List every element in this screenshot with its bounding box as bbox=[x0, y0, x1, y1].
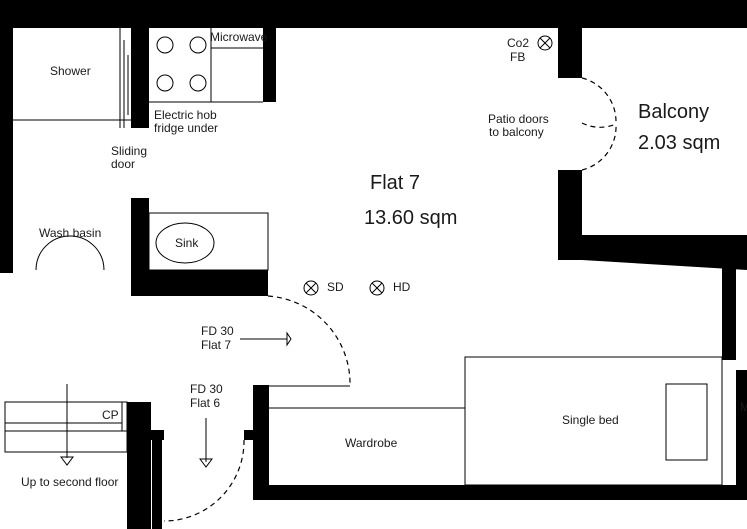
wardrobe-label: Wardrobe bbox=[345, 436, 398, 450]
heat-detector-icon bbox=[369, 280, 385, 296]
microwave-label: Microwave bbox=[210, 30, 268, 44]
direction-arrows bbox=[60, 331, 292, 468]
flat-name: Flat 7 bbox=[370, 172, 420, 194]
patio-doors-label-1: Patio doors bbox=[488, 112, 549, 126]
hob-label-1: Electric hob bbox=[154, 108, 217, 122]
balcony-area: 2.03 sqm bbox=[638, 132, 720, 154]
hob-label-2: fridge under bbox=[154, 121, 218, 135]
fd-flat7-label-2: Flat 7 bbox=[201, 338, 231, 352]
sd-label: SD bbox=[327, 280, 344, 294]
co2-detector-icon bbox=[537, 35, 553, 51]
wash-basin-icon bbox=[35, 235, 105, 271]
fd-flat6-label-2: Flat 6 bbox=[190, 396, 220, 410]
sink-label: Sink bbox=[175, 236, 199, 250]
fd-flat7-label-1: FD 30 bbox=[201, 324, 234, 338]
sliding-door-label-1: Sliding bbox=[111, 144, 147, 158]
fd-flat6-label-1: FD 30 bbox=[190, 382, 223, 396]
single-bed-label: Single bed bbox=[562, 413, 619, 427]
hd-label: HD bbox=[393, 280, 411, 294]
balcony-name: Balcony bbox=[638, 101, 709, 123]
door-swings bbox=[163, 77, 617, 522]
hob-burners-icon bbox=[156, 36, 207, 92]
flat-area: 13.60 sqm bbox=[364, 207, 457, 229]
co2-label: Co2 bbox=[507, 36, 529, 50]
shower-label: Shower bbox=[50, 64, 91, 78]
right-edge-label: M bbox=[740, 402, 747, 414]
cp-label: CP bbox=[102, 408, 119, 422]
wash-basin-label: Wash basin bbox=[39, 226, 101, 240]
sink-bowl-icon bbox=[155, 222, 215, 264]
fb-label: FB bbox=[510, 50, 525, 64]
sliding-door-label-2: door bbox=[111, 157, 135, 171]
patio-doors-label-2: to balcony bbox=[489, 125, 544, 139]
fittings bbox=[4, 28, 723, 486]
stairs-label: Up to second floor bbox=[21, 475, 118, 489]
smoke-detector-icon bbox=[303, 280, 319, 296]
